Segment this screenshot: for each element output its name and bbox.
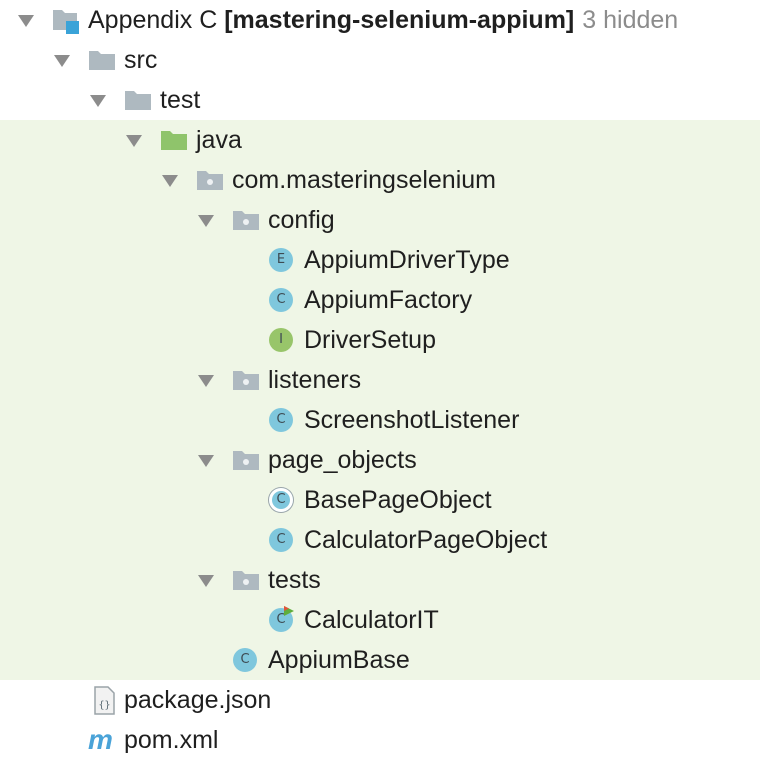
tree-row-listeners[interactable]: listeners	[0, 360, 760, 400]
expand-arrow-icon[interactable]	[198, 375, 214, 387]
expand-arrow-icon[interactable]	[198, 215, 214, 227]
tree-row-calculator-it[interactable]: C CalculatorIT	[0, 600, 760, 640]
tree-row-driver-setup[interactable]: I DriverSetup	[0, 320, 760, 360]
folder-label: src	[124, 46, 158, 74]
package-label: page_objects	[268, 446, 417, 474]
expand-arrow-icon[interactable]	[198, 575, 214, 587]
class-icon: C	[233, 648, 257, 672]
module-folder-icon	[53, 10, 79, 34]
tree-row-package-json[interactable]: {} package.json	[0, 680, 760, 720]
tree-row-project[interactable]: Appendix C [mastering-selenium-appium]3 …	[0, 0, 760, 40]
expand-arrow-icon[interactable]	[198, 455, 214, 467]
package-label: tests	[268, 566, 321, 594]
interface-icon: I	[269, 328, 293, 352]
abstract-class-icon: C	[269, 488, 293, 512]
folder-icon	[89, 51, 115, 70]
expand-arrow-icon[interactable]	[18, 15, 34, 27]
class-icon: C	[269, 408, 293, 432]
run-marker-icon	[284, 606, 294, 616]
tree-row-pom-xml[interactable]: m pom.xml	[0, 720, 760, 760]
tree-row-appium-driver-type[interactable]: E AppiumDriverType	[0, 240, 760, 280]
class-label: AppiumBase	[268, 646, 410, 674]
package-folder-icon	[233, 451, 259, 470]
folder-label: test	[160, 86, 201, 114]
enum-icon: E	[269, 248, 293, 272]
class-label: CalculatorIT	[304, 606, 439, 634]
package-folder-icon	[233, 211, 259, 230]
class-icon: C	[269, 528, 293, 552]
project-label: Appendix C [mastering-selenium-appium]3 …	[88, 6, 679, 34]
class-label: AppiumFactory	[304, 286, 473, 314]
package-folder-icon	[233, 571, 259, 590]
expand-arrow-icon[interactable]	[126, 135, 142, 147]
svg-text:{}: {}	[98, 700, 110, 711]
tree-row-test[interactable]: test	[0, 80, 760, 120]
tree-row-package[interactable]: com.masteringselenium	[0, 160, 760, 200]
tree-row-appium-factory[interactable]: C AppiumFactory	[0, 280, 760, 320]
tree-row-calculator-page-object[interactable]: C CalculatorPageObject	[0, 520, 760, 560]
folder-label: java	[196, 126, 242, 154]
tree-row-tests[interactable]: tests	[0, 560, 760, 600]
tree-row-page-objects[interactable]: page_objects	[0, 440, 760, 480]
class-label: DriverSetup	[304, 326, 436, 354]
package-folder-icon	[197, 171, 223, 190]
class-label: AppiumDriverType	[304, 246, 510, 274]
test-source-folder-icon	[161, 131, 187, 150]
class-label: ScreenshotListener	[304, 406, 520, 434]
hidden-count: 3 hidden	[582, 6, 679, 34]
package-label: listeners	[268, 366, 362, 394]
package-label: config	[268, 206, 335, 234]
class-icon: C	[269, 288, 293, 312]
expand-arrow-icon[interactable]	[90, 95, 106, 107]
test-sources-highlight	[0, 120, 760, 680]
file-label: pom.xml	[124, 726, 219, 754]
tree-row-java[interactable]: java	[0, 120, 760, 160]
class-label: CalculatorPageObject	[304, 526, 548, 554]
tree-row-base-page-object[interactable]: C BasePageObject	[0, 480, 760, 520]
package-folder-icon	[233, 371, 259, 390]
package-label: com.masteringselenium	[232, 166, 496, 194]
tree-row-src[interactable]: src	[0, 40, 760, 80]
tree-row-screenshot-listener[interactable]: C ScreenshotListener	[0, 400, 760, 440]
expand-arrow-icon[interactable]	[162, 175, 178, 187]
json-file-icon: {}	[94, 686, 115, 715]
folder-icon	[125, 91, 151, 110]
maven-m-icon: m	[88, 724, 113, 755]
tree-row-config[interactable]: config	[0, 200, 760, 240]
class-label: BasePageObject	[304, 486, 492, 514]
file-label: package.json	[124, 686, 272, 714]
tree-row-appium-base[interactable]: C AppiumBase	[0, 640, 760, 680]
expand-arrow-icon[interactable]	[54, 55, 70, 67]
